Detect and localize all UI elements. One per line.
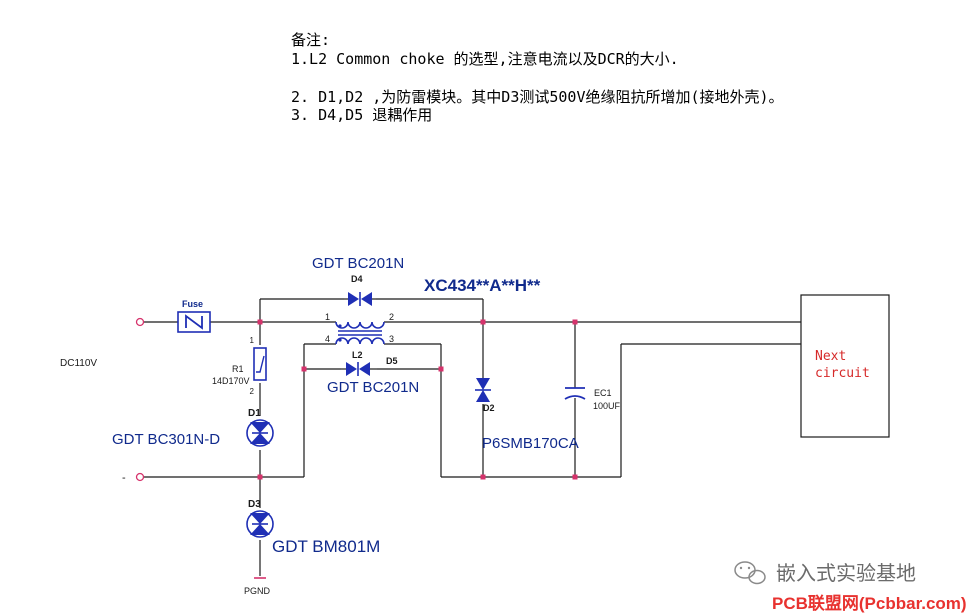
junction-dots <box>257 319 578 480</box>
wechat-icon <box>734 561 766 585</box>
common-choke-l2: 1 2 3 4 L2 XC434**A**H** <box>325 276 541 360</box>
diode-d4: D4 GDT BC201N <box>312 255 404 306</box>
footer-brand: 嵌入式实验基地 <box>776 562 916 585</box>
ec1-value: 100UF <box>593 401 621 411</box>
choke-pin-2: 2 <box>389 312 394 322</box>
d5-part: GDT BC201N <box>327 379 419 396</box>
r1-pin-2: 2 <box>250 387 255 396</box>
choke-pin-1: 1 <box>325 312 330 322</box>
diode-d5: D5 GDT BC201N <box>327 356 419 396</box>
notes-heading: 备注: <box>291 31 330 49</box>
fuse: Fuse <box>177 299 211 333</box>
pgnd-symbol: PGND <box>244 577 271 596</box>
d3-part: GDT BM801M <box>272 537 380 556</box>
choke-ref: L2 <box>352 350 363 360</box>
input-terminal-minus <box>135 472 145 482</box>
next-circuit-block: Next circuit <box>800 294 890 438</box>
gdt-d1: D1 GDT BC301N-D <box>112 408 274 448</box>
ec1-ref: EC1 <box>594 388 612 398</box>
capacitor-ec1: EC1 100UF <box>564 387 621 411</box>
gdt-d3: D3 GDT BM801M <box>246 499 380 556</box>
d4-part: GDT BC201N <box>312 255 404 272</box>
tvs-d2: D2 P6SMB170CA <box>475 378 579 452</box>
next-circuit-line-2: circuit <box>815 366 870 381</box>
note-line-1: 1.L2 Common choke 的选型,注意电流以及DCR的大小. <box>291 50 679 68</box>
wires <box>144 298 801 576</box>
r1-pin-1: 1 <box>250 336 255 345</box>
r1-value: 14D170V <box>212 376 250 386</box>
dc-input-label: DC110V <box>60 358 97 369</box>
fuse-label: Fuse <box>182 299 203 309</box>
next-circuit-line-1: Next <box>815 349 846 364</box>
d3-ref: D3 <box>248 499 261 510</box>
input-terminals: DC110V - <box>60 317 145 484</box>
note-line-2: 2. D1,D2 ,为防雷模块。其中D3测试500V绝缘阻抗所增加(接地外壳)。 <box>291 88 784 106</box>
varistor-r1: 1 2 R1 14D170V <box>212 336 267 396</box>
d4-ref: D4 <box>351 274 363 284</box>
footer-watermark: PCB联盟网(Pcbbar.com) <box>772 594 967 613</box>
d1-ref: D1 <box>248 408 261 419</box>
choke-pin-4: 4 <box>325 334 330 344</box>
choke-pin-3: 3 <box>389 334 394 344</box>
d2-part: P6SMB170CA <box>482 435 579 452</box>
input-terminal-plus <box>135 317 145 327</box>
d2-ref: D2 <box>483 403 495 413</box>
note-line-3: 3. D4,D5 退耦作用 <box>291 106 432 124</box>
d5-ref: D5 <box>386 356 398 366</box>
choke-part: XC434**A**H** <box>424 276 541 295</box>
minus-terminal-label: - <box>122 472 126 484</box>
footer-branding: 嵌入式实验基地 PCB联盟网(Pcbbar.com) <box>734 561 967 613</box>
r1-ref: R1 <box>232 364 244 374</box>
pgnd-label: PGND <box>244 586 271 596</box>
d1-part: GDT BC301N-D <box>112 431 220 448</box>
notes-block: 备注: 1.L2 Common choke 的选型,注意电流以及DCR的大小. … <box>291 31 784 124</box>
